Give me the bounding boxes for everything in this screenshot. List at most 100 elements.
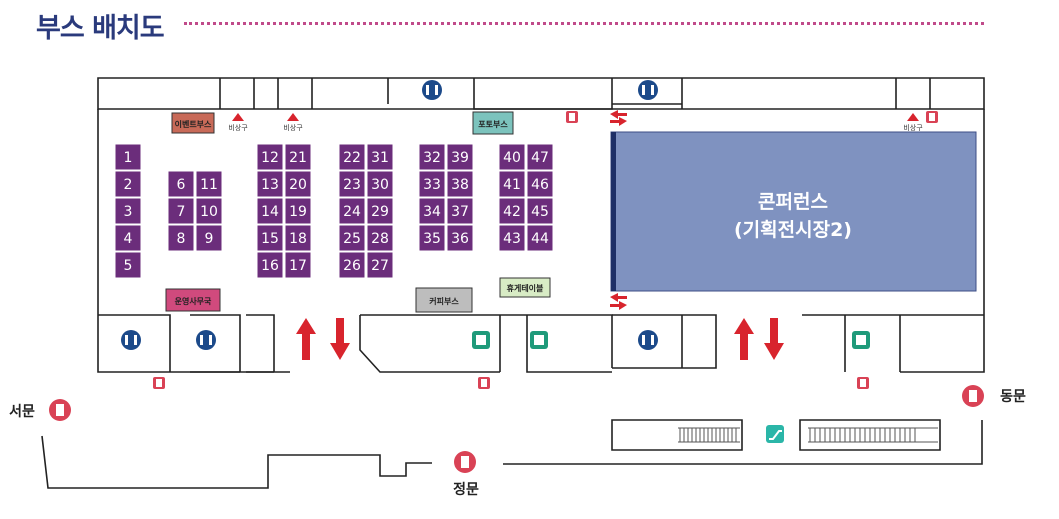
booth-30: 30: [366, 170, 394, 198]
booth-2: 2: [114, 170, 142, 198]
booth-number: 30: [371, 177, 389, 193]
booth-19: 19: [284, 197, 312, 225]
booth-number: 34: [423, 204, 441, 220]
booth-14: 14: [256, 197, 284, 225]
svg-text:정문: 정문: [453, 481, 479, 498]
booth-41: 41: [498, 170, 526, 198]
booth-number: 17: [289, 258, 307, 274]
booth-9: 9: [195, 224, 223, 252]
booth-number: 41: [503, 177, 521, 193]
booth-32: 32: [418, 143, 446, 171]
booth-number: 25: [343, 231, 361, 247]
east-gate: 동문: [962, 385, 1026, 407]
restroom-icon: [638, 330, 658, 350]
booth-number: 36: [451, 231, 469, 247]
booth-20: 20: [284, 170, 312, 198]
elevator-icon: [530, 331, 548, 349]
booth-number: 23: [343, 177, 361, 193]
walls: [41, 77, 985, 489]
booth-46: 46: [526, 170, 554, 198]
booth-39: 39: [446, 143, 474, 171]
booth-number: 6: [177, 177, 186, 193]
booth-number: 3: [124, 204, 133, 220]
gate-icon: [49, 399, 71, 421]
booth-6: 6: [167, 170, 195, 198]
booth-number: 29: [371, 204, 389, 220]
svg-text:이벤트부스: 이벤트부스: [175, 119, 212, 129]
booth-27: 27: [366, 251, 394, 279]
booth-29: 29: [366, 197, 394, 225]
booth-number: 11: [200, 177, 218, 193]
booth-number: 19: [289, 204, 307, 220]
booth-number: 43: [503, 231, 521, 247]
booth-37: 37: [446, 197, 474, 225]
booth-8: 8: [167, 224, 195, 252]
svg-text:비상구: 비상구: [228, 123, 248, 132]
photo-booth: 포토부스: [472, 111, 514, 135]
exit-door-icon: [857, 377, 869, 389]
emergency-exit-3: 비상구: [903, 113, 923, 132]
booth-25: 25: [338, 224, 366, 252]
restroom-icon: [196, 330, 216, 350]
up-down-arrows-left: [296, 318, 350, 360]
booth-number: 42: [503, 204, 521, 220]
booth-number: 39: [451, 150, 469, 166]
booth-number: 26: [343, 258, 361, 274]
booth-number: 24: [343, 204, 361, 220]
booth-number: 15: [261, 231, 279, 247]
svg-text:포토부스: 포토부스: [478, 120, 508, 129]
booth-23: 23: [338, 170, 366, 198]
booth-number: 35: [423, 231, 441, 247]
booth-35: 35: [418, 224, 446, 252]
booth-1: 1: [114, 143, 142, 171]
gate-icon: [454, 451, 476, 473]
exit-door-icon: [153, 377, 165, 389]
booth-number: 32: [423, 150, 441, 166]
booth-number: 38: [451, 177, 469, 193]
booth-12: 12: [256, 143, 284, 171]
booth-17: 17: [284, 251, 312, 279]
gate-icon: [962, 385, 984, 407]
svg-text:서문: 서문: [9, 404, 35, 420]
booth-31: 31: [366, 143, 394, 171]
exit-door-icon: [566, 111, 578, 123]
door-arrows-bottom: [610, 293, 627, 310]
booth-43: 43: [498, 224, 526, 252]
booth-number: 12: [261, 150, 279, 166]
elevator-icon: [472, 331, 490, 349]
booth-number: 7: [177, 204, 186, 220]
booth-5: 5: [114, 251, 142, 279]
booth-21: 21: [284, 143, 312, 171]
west-gate: 서문: [9, 399, 71, 421]
conference-label-1: 콘퍼런스: [758, 191, 828, 213]
booth-number: 33: [423, 177, 441, 193]
booth-number: 45: [531, 204, 549, 220]
exit-door-icon: [478, 377, 490, 389]
booth-number: 31: [371, 150, 389, 166]
booth-number: 28: [371, 231, 389, 247]
booth-number: 47: [531, 150, 549, 166]
booth-36: 36: [446, 224, 474, 252]
booth-34: 34: [418, 197, 446, 225]
booth-number: 44: [531, 231, 549, 247]
booth-11: 11: [195, 170, 223, 198]
booth-number: 8: [177, 231, 186, 247]
booth-number: 22: [343, 150, 361, 166]
booth-22: 22: [338, 143, 366, 171]
main-gate: 정문: [453, 451, 479, 498]
svg-text:휴게테이블: 휴게테이블: [507, 283, 544, 293]
booth-number: 1: [124, 150, 133, 166]
booth-18: 18: [284, 224, 312, 252]
booth-number: 46: [531, 177, 549, 193]
booth-33: 33: [418, 170, 446, 198]
booth-number: 4: [124, 231, 133, 247]
svg-text:커피부스: 커피부스: [429, 296, 459, 306]
office: 운영사무국: [165, 288, 221, 312]
booth-40: 40: [498, 143, 526, 171]
restroom-icon: [121, 330, 141, 350]
booth-15: 15: [256, 224, 284, 252]
booth-7: 7: [167, 197, 195, 225]
booth-number: 18: [289, 231, 307, 247]
booth-number: 13: [261, 177, 279, 193]
